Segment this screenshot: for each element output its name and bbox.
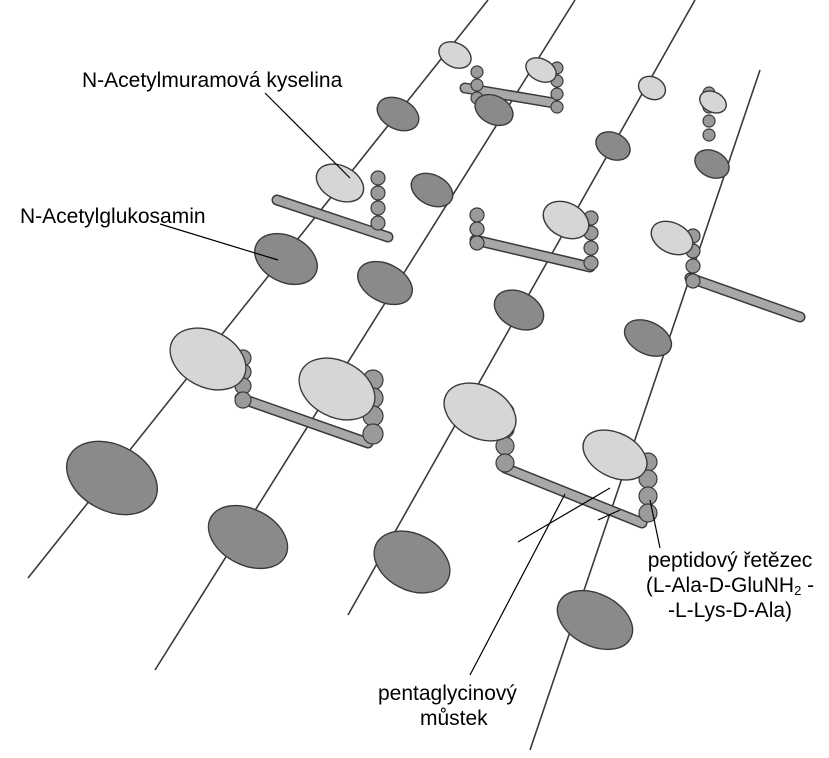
amino-acid-residue — [470, 236, 484, 250]
amino-acid-residue — [551, 88, 563, 100]
peptide-seq-main: (L-Ala-D-GluNH — [646, 574, 794, 597]
label-peptide-chain-title: peptidový řetězec — [630, 548, 829, 573]
leader-line-nam — [265, 93, 350, 178]
nag-sugar-bead — [198, 493, 298, 581]
amino-acid-residue — [371, 216, 385, 230]
label-pentaglycine-bridge-1: pentaglycinový — [378, 681, 517, 706]
nag-sugar-bead — [246, 224, 326, 295]
amino-acid-residue — [371, 186, 385, 200]
pentaglycine-bridge — [475, 240, 590, 267]
amino-acid-residue — [686, 274, 700, 288]
amino-acid-residue — [371, 201, 385, 215]
peptide-seq-tail: - — [801, 574, 814, 597]
amino-acid-residue — [470, 222, 484, 236]
amino-acid-residue — [471, 66, 483, 78]
nag-sugar-bead — [54, 427, 170, 529]
nag-sugar-bead — [548, 579, 643, 662]
amino-acid-residue — [584, 241, 598, 255]
nag-sugar-bead — [618, 312, 677, 363]
nam-sugar-bead — [434, 37, 475, 74]
amino-acid-residue — [551, 101, 563, 113]
label-pentaglycine-bridge-2: můstek — [420, 706, 488, 731]
nag-sugar-bead — [364, 519, 461, 605]
leader-line-pentaglycine-bridge — [470, 494, 565, 675]
amino-acid-residue — [703, 115, 715, 127]
amino-acid-residue — [470, 208, 484, 222]
nag-sugar-bead — [406, 167, 459, 214]
nag-sugar-bead — [488, 282, 551, 338]
amino-acid-residue — [471, 79, 483, 91]
amino-acid-residue — [686, 259, 700, 273]
amino-acid-residue — [584, 256, 598, 270]
nag-sugar-bead — [372, 91, 425, 138]
amino-acid-residue — [371, 171, 385, 185]
amino-acid-residue — [639, 487, 657, 505]
amino-acid-residue — [703, 129, 715, 141]
amino-acid-residue — [363, 424, 383, 444]
amino-acid-residue — [235, 392, 251, 408]
label-n-acetylmuramic-acid: N-Acetylmuramová kyselina — [82, 68, 342, 93]
nam-sugar-bead — [310, 157, 370, 210]
nag-sugar-bead — [690, 144, 734, 184]
nam-sugar-bead — [696, 87, 730, 118]
nag-sugar-bead — [591, 126, 635, 166]
label-peptide-chain-sequence-2: -L-Lys-D-Ala) — [630, 598, 829, 623]
label-n-acetylglucosamine: N-Acetylglukosamin — [20, 204, 206, 229]
amino-acid-residue — [496, 454, 514, 472]
pentaglycine-bridge — [690, 278, 800, 317]
